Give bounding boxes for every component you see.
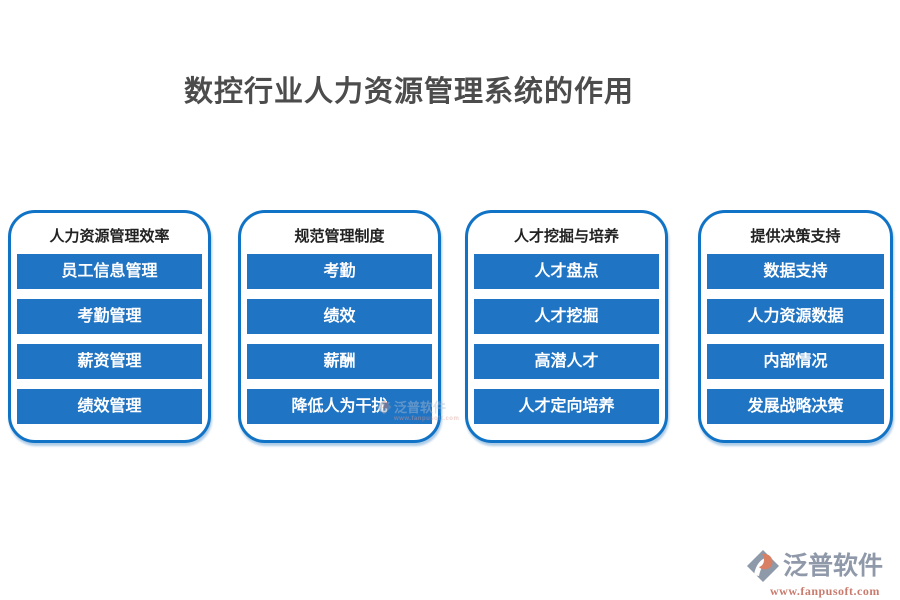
item-pill: 考勤 <box>247 254 432 289</box>
fanpu-logo-icon <box>376 399 392 415</box>
watermark-url: www.fanpusoft.com <box>394 416 460 422</box>
card-header: 人才挖掘与培养 <box>513 228 619 245</box>
item-pill: 人力资源数据 <box>707 299 884 334</box>
card-talent-mining-training: 人才挖掘与培养 人才盘点 人才挖掘 高潜人才 人才定向培养 <box>465 210 668 443</box>
card-header: 提供决策支持 <box>750 228 841 245</box>
item-pill: 员工信息管理 <box>17 254 202 289</box>
card-standardized-management: 规范管理制度 考勤 绩效 薪酬 降低人为干扰 <box>238 210 441 443</box>
item-pill: 高潜人才 <box>474 344 659 379</box>
card-decision-support: 提供决策支持 数据支持 人力资源数据 内部情况 发展战略决策 <box>698 210 893 443</box>
item-pill: 发展战略决策 <box>707 389 884 424</box>
card-header: 规范管理制度 <box>294 228 385 245</box>
item-pill: 人才定向培养 <box>474 389 659 424</box>
brand-url: www.fanpusoft.com <box>770 584 880 598</box>
watermark: 泛普软件 www.fanpusoft.com <box>376 399 460 422</box>
footer-logo: 泛普软件 www.fanpusoft.com <box>746 549 883 597</box>
item-pill: 考勤管理 <box>17 299 202 334</box>
item-pill: 人才挖掘 <box>474 299 659 334</box>
fanpu-logo-icon <box>746 549 780 583</box>
card-hr-efficiency: 人力资源管理效率 员工信息管理 考勤管理 薪资管理 绩效管理 <box>8 210 211 443</box>
item-pill: 绩效 <box>247 299 432 334</box>
card-header: 人力资源管理效率 <box>49 228 170 245</box>
item-pill: 薪酬 <box>247 344 432 379</box>
page-title: 数控行业人力资源管理系统的作用 <box>183 76 634 108</box>
watermark-text: 泛普软件 <box>394 399 447 415</box>
item-pill: 数据支持 <box>707 254 884 289</box>
item-pill: 人才盘点 <box>474 254 659 289</box>
brand-name: 泛普软件 <box>783 552 884 580</box>
item-pill: 绩效管理 <box>17 389 202 424</box>
item-pill: 降低人为干扰 <box>247 389 432 424</box>
item-pill: 薪资管理 <box>17 344 202 379</box>
item-pill: 内部情况 <box>707 344 884 379</box>
